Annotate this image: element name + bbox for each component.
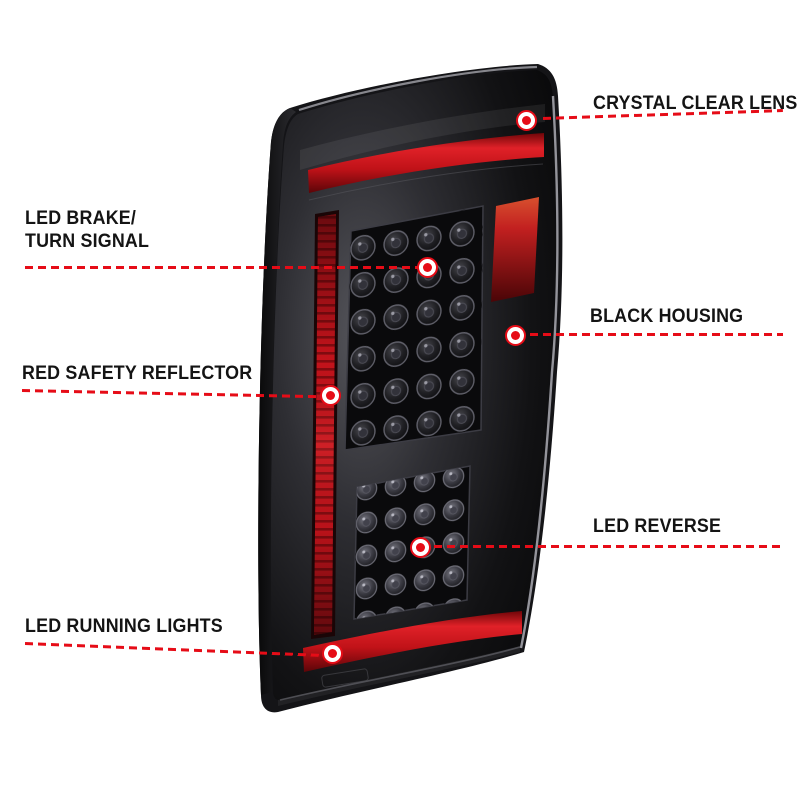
callout-line-black-housing — [530, 333, 783, 336]
right-edge-highlight — [519, 95, 559, 649]
lens-sheen — [300, 104, 545, 170]
top-bar-reflection — [308, 163, 544, 201]
brake-led-panel — [344, 205, 484, 451]
callout-marker-led-reverse — [410, 537, 431, 558]
top-light-bar — [308, 133, 544, 193]
callout-label-led-brake-turn-signal: LED BRAKE/ TURN SIGNAL — [25, 208, 150, 252]
callout-marker-crystal-clear-lens — [516, 110, 537, 131]
molded-stamp — [321, 668, 369, 688]
callout-label-crystal-clear-lens: CRYSTAL CLEAR LENS — [593, 93, 798, 114]
bottom-edge-highlight — [279, 646, 521, 701]
callout-line-led-reverse — [434, 545, 783, 548]
housing-side-edge — [258, 108, 296, 695]
top-edge-highlight — [298, 65, 538, 112]
callout-label-led-running-lights: LED RUNNING LIGHTS — [25, 616, 223, 637]
safety-reflector-strip — [311, 210, 339, 639]
callout-label-led-reverse: LED REVERSE — [593, 516, 722, 537]
bottom-gloss — [278, 646, 520, 706]
running-light-bar — [303, 611, 522, 672]
callout-label-black-housing: BLACK HOUSING — [590, 306, 744, 327]
callout-label-red-safety-reflector: RED SAFETY REFLECTOR — [22, 363, 253, 384]
callout-marker-led-brake-turn-signal — [417, 257, 438, 278]
callout-line-led-brake-turn-signal — [25, 266, 418, 269]
callout-marker-led-running-lights — [322, 643, 343, 664]
side-marker-reflector — [491, 197, 539, 302]
callout-marker-black-housing — [505, 325, 526, 346]
callout-marker-red-safety-reflector — [320, 385, 341, 406]
